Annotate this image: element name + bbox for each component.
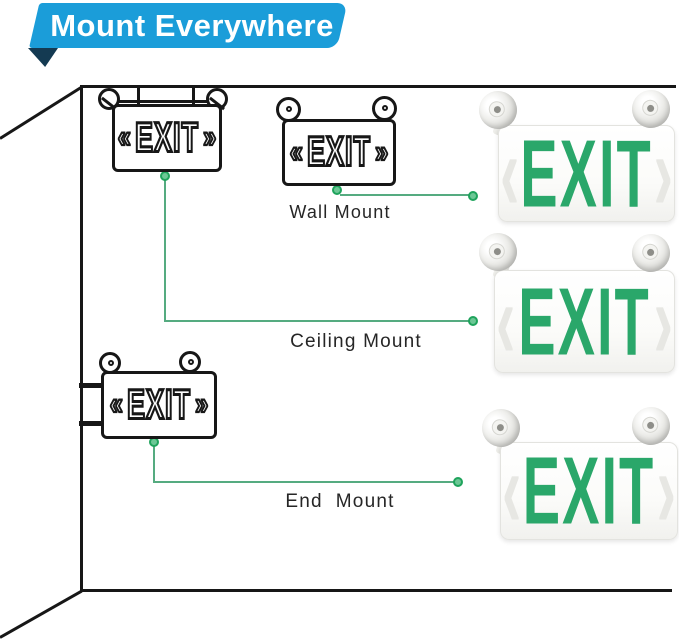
end-connector-hline <box>153 481 457 483</box>
exit-text: EXIT <box>522 436 656 544</box>
banner-title: Mount Everywhere <box>50 8 334 43</box>
wall-connector-dot-start <box>332 185 342 195</box>
lamp-dot <box>108 360 114 366</box>
sign-body: ‹ › EXIT <box>498 117 675 228</box>
mount-post <box>137 87 140 104</box>
ceiling-connector-dot-end <box>468 316 478 326</box>
wall-bracket <box>79 421 104 426</box>
mount-post <box>192 87 195 104</box>
lamp-head-icon <box>372 96 397 121</box>
exit-text: EXIT <box>134 113 199 161</box>
ceiling-perspective-line <box>0 86 83 140</box>
exit-sign-product-end: ‹ › EXIT <box>478 403 679 545</box>
mount-crossbar <box>119 100 209 103</box>
banner-fold <box>28 48 58 67</box>
left-chevron: « <box>109 386 124 422</box>
floor-perspective-line <box>0 589 83 639</box>
end-mount-drawing: « EXIT » <box>101 371 217 439</box>
exit-sign-product-wall: ‹ › EXIT <box>475 86 679 228</box>
ceiling-line <box>80 85 676 88</box>
exit-text: EXIT <box>306 128 371 175</box>
right-chevron: » <box>194 386 209 422</box>
sign-body: ‹ › EXIT <box>494 265 675 376</box>
left-chevron: ‹ <box>502 428 522 552</box>
end-connector-vline <box>153 446 155 483</box>
end-mount-label: End Mount <box>285 491 395 512</box>
wall-connector-line <box>340 194 472 196</box>
exit-text: EXIT <box>126 380 191 428</box>
exit-sign-product-ceiling: ‹ › EXIT <box>475 229 679 376</box>
lamp-head-icon <box>276 97 301 122</box>
lamp-dot <box>286 106 292 112</box>
exit-text: EXIT <box>518 267 651 375</box>
wall-mount-label: Wall Mount <box>289 202 391 222</box>
ceiling-mount-drawing: « EXIT » <box>112 104 222 172</box>
ceiling-connector-hline <box>164 320 472 322</box>
right-chevron: › <box>653 258 673 383</box>
wall-connector-dot-end <box>468 191 478 201</box>
left-chevron: « <box>289 134 304 170</box>
floor-line <box>80 589 672 592</box>
sign-body: ‹ › EXIT <box>500 435 678 545</box>
wall-bracket <box>79 383 104 388</box>
left-chevron: ‹ <box>496 258 516 383</box>
wall-mount-drawing: « EXIT » <box>282 119 396 186</box>
right-chevron: › <box>653 110 673 235</box>
right-chevron: » <box>374 134 389 170</box>
ceiling-connector-dot-start <box>160 171 170 181</box>
ceiling-mount-label: Ceiling Mount <box>290 331 422 352</box>
ceiling-connector-vline <box>164 180 166 322</box>
left-chevron: ‹ <box>500 110 520 235</box>
exit-text: EXIT <box>520 119 653 227</box>
right-chevron: » <box>202 119 217 155</box>
lamp-dot <box>188 359 194 365</box>
lamp-head-icon <box>179 351 201 373</box>
left-wall-line <box>80 85 83 592</box>
lamp-dot <box>382 105 388 111</box>
right-chevron: › <box>656 428 676 552</box>
end-connector-dot-end <box>453 477 463 487</box>
left-chevron: « <box>117 119 132 155</box>
